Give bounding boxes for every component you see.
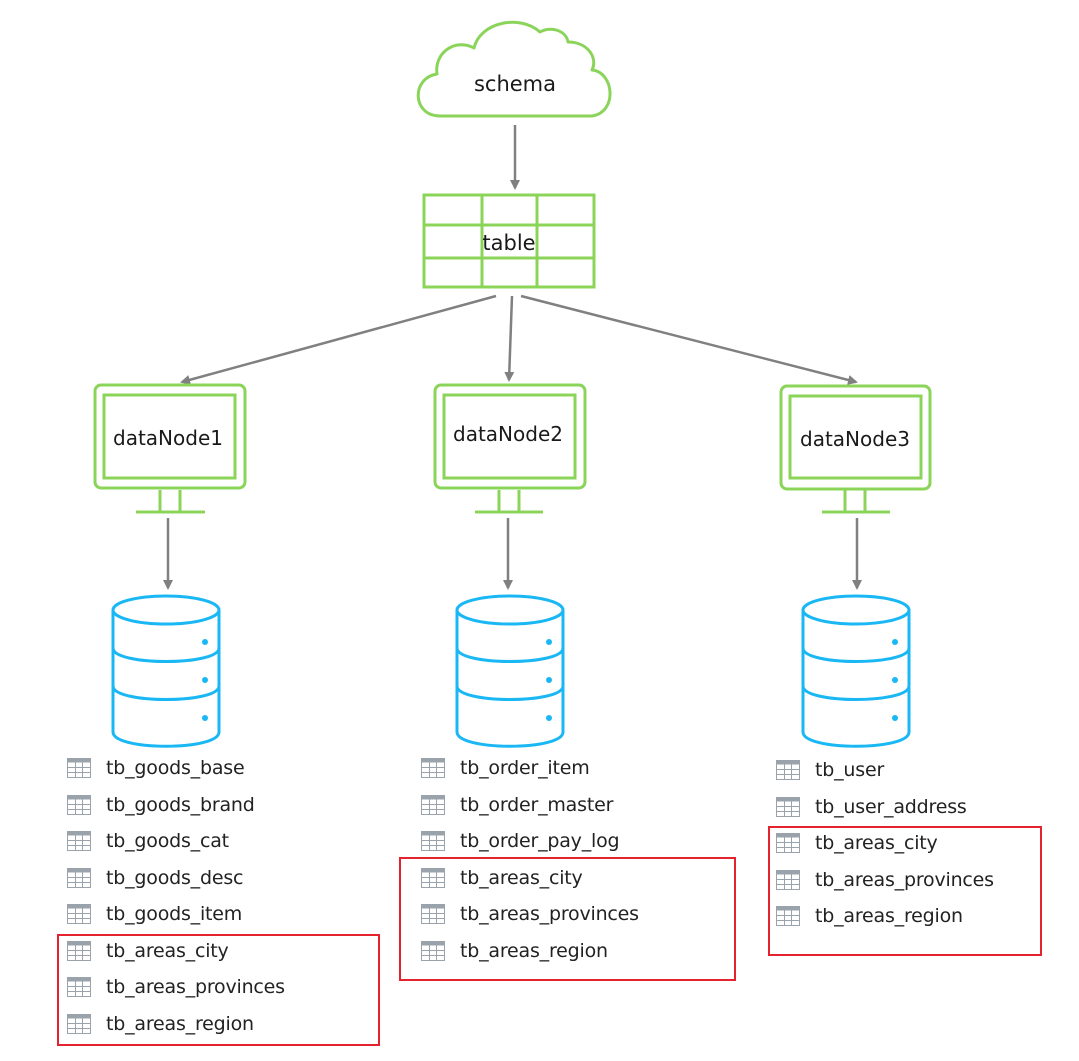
- table-entry[interactable]: tb_goods_brand: [67, 787, 285, 824]
- database-icon: [111, 594, 221, 748]
- table-icon: [67, 794, 91, 815]
- table-entry[interactable]: tb_areas_city: [67, 933, 285, 970]
- table-icon: [776, 906, 800, 927]
- table-list-datanode3: tb_user tb_user_address tb_areas_city tb…: [776, 752, 994, 935]
- table-icon: [67, 758, 91, 779]
- table-entry[interactable]: tb_user: [776, 752, 994, 789]
- table-entry[interactable]: tb_goods_base: [67, 750, 285, 787]
- data-node-2: dataNode2: [433, 383, 587, 514]
- table-name: tb_areas_region: [460, 939, 608, 962]
- table-entry[interactable]: tb_goods_item: [67, 896, 285, 933]
- table-name: tb_goods_brand: [106, 793, 255, 816]
- table-name: tb_areas_provinces: [460, 903, 639, 926]
- arrow-table-to-datanode1: [180, 294, 497, 385]
- table-list-datanode1: tb_goods_base tb_goods_brand tb_goods_ca…: [67, 750, 285, 1042]
- table-icon: [776, 760, 800, 781]
- highlight-box-node1: [57, 934, 380, 1046]
- table-name: tb_areas_provinces: [815, 868, 994, 891]
- table-name: tb_areas_region: [815, 905, 963, 928]
- table-list-datanode2: tb_order_item tb_order_master tb_order_p…: [421, 750, 639, 969]
- table-name: tb_goods_item: [106, 903, 243, 926]
- schema-label: schema: [474, 72, 556, 96]
- table-icon: [67, 940, 91, 961]
- table-grid-icon: [422, 193, 596, 289]
- table-entry[interactable]: tb_areas_city: [421, 860, 639, 897]
- monitor-icon: [93, 383, 247, 514]
- table-entry[interactable]: tb_order_item: [421, 750, 639, 787]
- cloud-icon: [416, 20, 612, 118]
- table-entry[interactable]: tb_areas_provinces: [67, 969, 285, 1006]
- table-name: tb_goods_cat: [106, 830, 229, 853]
- table-name: tb_order_master: [460, 793, 614, 816]
- table-icon: [67, 904, 91, 925]
- database-icon: [455, 594, 565, 748]
- table-name: tb_areas_city: [460, 866, 583, 889]
- schema-node: schema: [416, 20, 612, 118]
- data-node-3: dataNode3: [779, 384, 932, 514]
- data-node-2-label: dataNode2: [453, 422, 563, 446]
- table-entry[interactable]: tb_goods_cat: [67, 823, 285, 860]
- table-name: tb_order_item: [460, 757, 590, 780]
- table-name: tb_areas_region: [106, 1012, 254, 1035]
- highlight-box-node2: [399, 857, 736, 981]
- table-icon: [67, 867, 91, 888]
- monitor-icon: [779, 384, 932, 514]
- database-icon: [801, 594, 911, 748]
- table-entry[interactable]: tb_order_master: [421, 787, 639, 824]
- data-node-1-label: dataNode1: [113, 426, 223, 450]
- arrow-table-to-datanode3: [520, 294, 858, 385]
- table-entry[interactable]: tb_order_pay_log: [421, 823, 639, 860]
- table-icon: [67, 977, 91, 998]
- table-icon: [421, 904, 445, 925]
- table-icon: [776, 833, 800, 854]
- highlight-box-node3: [768, 826, 1042, 956]
- data-node-1: dataNode1: [93, 383, 247, 514]
- table-name: tb_user: [815, 759, 885, 782]
- table-name: tb_goods_base: [106, 757, 245, 780]
- arrow-table-to-datanode2: [504, 295, 515, 382]
- table-icon: [67, 831, 91, 852]
- table-entry[interactable]: tb_areas_city: [776, 825, 994, 862]
- table-name: tb_order_pay_log: [460, 830, 620, 853]
- data-node-3-label: dataNode3: [800, 427, 910, 451]
- table-icon: [421, 940, 445, 961]
- table-entry[interactable]: tb_goods_desc: [67, 860, 285, 897]
- monitor-icon: [433, 383, 587, 514]
- table-entry[interactable]: tb_areas_provinces: [421, 896, 639, 933]
- table-entry[interactable]: tb_areas_region: [67, 1006, 285, 1043]
- table-icon: [67, 1013, 91, 1034]
- table-name: tb_areas_city: [106, 939, 229, 962]
- table-icon: [776, 869, 800, 890]
- table-name: tb_goods_desc: [106, 866, 244, 889]
- table-label: table: [482, 231, 535, 255]
- table-icon: [421, 794, 445, 815]
- table-icon: [776, 796, 800, 817]
- table-icon: [421, 831, 445, 852]
- table-entry[interactable]: tb_user_address: [776, 789, 994, 826]
- table-name: tb_areas_provinces: [106, 976, 285, 999]
- table-entry[interactable]: tb_areas_region: [776, 898, 994, 935]
- table-icon: [421, 867, 445, 888]
- table-node: table: [422, 193, 596, 289]
- table-entry[interactable]: tb_areas_provinces: [776, 862, 994, 899]
- table-icon: [421, 758, 445, 779]
- table-name: tb_areas_city: [815, 832, 938, 855]
- table-entry[interactable]: tb_areas_region: [421, 933, 639, 970]
- table-name: tb_user_address: [815, 795, 967, 818]
